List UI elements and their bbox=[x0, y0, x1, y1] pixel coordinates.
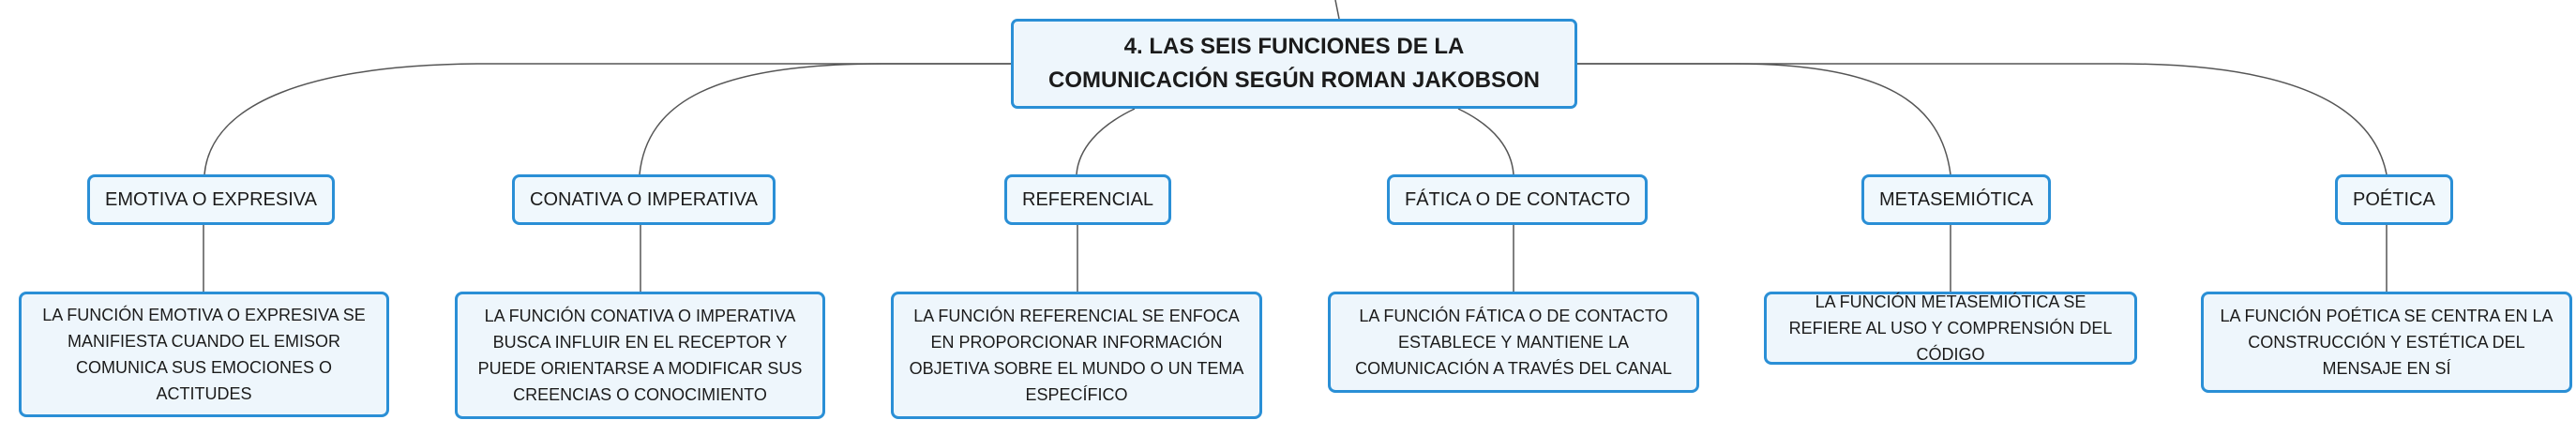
branch-fatica[interactable]: FÁTICA O DE CONTACTO bbox=[1387, 174, 1649, 225]
detail-metasemiotica[interactable]: LA FUNCIÓN METASEMIÓTICA SE REFIERE AL U… bbox=[1764, 292, 2137, 365]
detail-referencial[interactable]: LA FUNCIÓN REFERENCIAL SE ENFOCA EN PROP… bbox=[891, 292, 1262, 419]
branch-referencial[interactable]: REFERENCIAL bbox=[1004, 174, 1172, 225]
branch-fatica-label: FÁTICA O DE CONTACTO bbox=[1405, 188, 1631, 210]
detail-metasemiotica-text: LA FUNCIÓN METASEMIÓTICA SE REFIERE AL U… bbox=[1788, 292, 2113, 364]
connector-poetica bbox=[1577, 63, 2388, 175]
central-topic-title: 4. LAS SEIS FUNCIONES DE LA COMUNICACIÓN… bbox=[1047, 34, 1540, 93]
detail-fatica-text: LA FUNCIÓN FÁTICA O DE CONTACTO ESTABLEC… bbox=[1355, 307, 1672, 378]
connector-fatica bbox=[1457, 108, 1514, 175]
branch-metasemiotica-label: METASEMIÓTICA bbox=[1879, 188, 2034, 210]
detail-emotiva-text: LA FUNCIÓN EMOTIVA O EXPRESIVA SE MANIFI… bbox=[42, 306, 366, 403]
branch-conativa-label: CONATIVA O IMPERATIVA bbox=[530, 188, 758, 210]
detail-conativa-text: LA FUNCIÓN CONATIVA O IMPERATIVA BUSCA I… bbox=[477, 307, 803, 404]
branch-conativa[interactable]: CONATIVA O IMPERATIVA bbox=[512, 174, 776, 225]
branch-emotiva-label: EMOTIVA O EXPRESIVA bbox=[105, 188, 317, 210]
central-topic[interactable]: 4. LAS SEIS FUNCIONES DE LA COMUNICACIÓN… bbox=[1011, 19, 1577, 109]
connector-emotiva bbox=[203, 63, 1011, 175]
branch-poetica-label: POÉTICA bbox=[2353, 188, 2435, 210]
branch-metasemiotica[interactable]: METASEMIÓTICA bbox=[1861, 174, 2052, 225]
connector-referencial bbox=[1076, 108, 1136, 175]
connector-metasemiotica bbox=[1577, 63, 1951, 175]
detail-fatica[interactable]: LA FUNCIÓN FÁTICA O DE CONTACTO ESTABLEC… bbox=[1328, 292, 1699, 393]
connector-conativa bbox=[639, 63, 1011, 175]
detail-emotiva[interactable]: LA FUNCIÓN EMOTIVA O EXPRESIVA SE MANIFI… bbox=[19, 292, 389, 417]
detail-poetica-text: LA FUNCIÓN POÉTICA SE CENTRA EN LA CONST… bbox=[2220, 307, 2553, 378]
branch-emotiva[interactable]: EMOTIVA O EXPRESIVA bbox=[87, 174, 335, 225]
detail-referencial-text: LA FUNCIÓN REFERENCIAL SE ENFOCA EN PROP… bbox=[909, 307, 1244, 404]
detail-poetica[interactable]: LA FUNCIÓN POÉTICA SE CENTRA EN LA CONST… bbox=[2201, 292, 2572, 393]
branch-referencial-label: REFERENCIAL bbox=[1022, 188, 1154, 210]
branch-poetica[interactable]: POÉTICA bbox=[2335, 174, 2453, 225]
parent-link-line bbox=[1334, 0, 1340, 20]
detail-conativa[interactable]: LA FUNCIÓN CONATIVA O IMPERATIVA BUSCA I… bbox=[455, 292, 825, 419]
